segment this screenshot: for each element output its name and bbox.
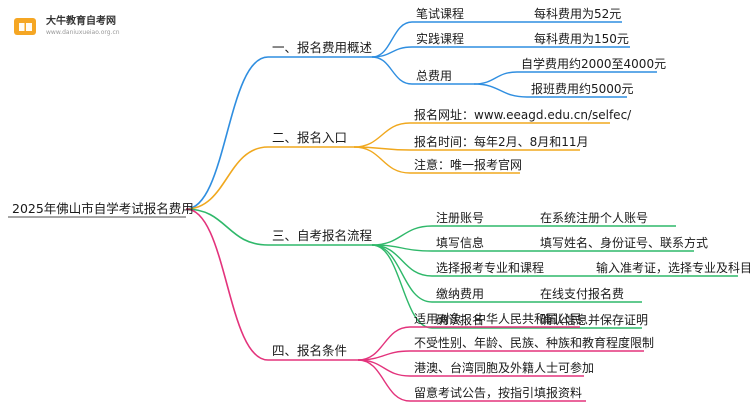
branch-3-link-4	[371, 244, 433, 303]
branch-2-child-3: 注意：唯一报考官网	[414, 157, 522, 172]
branch-2-link-3	[353, 146, 411, 174]
root-to-branch-3	[185, 208, 269, 246]
branch-2-child-1: 报名网址：www.eeagd.edu.cn/selfec/	[414, 107, 632, 122]
mindmap-links	[8, 21, 738, 402]
branch-3-child-5: 确认报名	[436, 312, 484, 327]
logo-url: www.daniuxueiao.org.cn	[46, 29, 120, 36]
branch-4-child-1: 适用对象：中华人民共和国公民	[414, 311, 582, 326]
branch-1-child-3-detail-2-link	[473, 83, 528, 98]
branch-1-child-3: 总费用	[416, 69, 452, 83]
branch-2-child-2: 报名时间：每年2月、8月和11月	[414, 134, 589, 149]
branch-3-link-3	[371, 244, 433, 277]
root-to-branch-4	[185, 208, 269, 361]
branch-2: 二、报名入口	[272, 130, 347, 145]
branch-1-child-3-detail-2: 报班费用约5000元	[531, 81, 634, 96]
branch-3-child-5-detail: 确认信息并保存证明	[540, 312, 648, 327]
branch-3-child-4-detail: 在线支付报名费	[540, 286, 624, 301]
branch-4-link-4	[357, 359, 411, 402]
logo-name: 大牛教育自考网	[46, 14, 116, 27]
branch-4-link-3	[357, 359, 411, 377]
branch-3: 三、自考报名流程	[272, 228, 373, 243]
branch-3-child-4: 缴纳费用	[436, 286, 484, 301]
branch-3-child-3-detail: 输入准考证，选择专业及科目	[596, 260, 750, 275]
branch-3-child-2-detail: 填写姓名、身份证号、联系方式	[540, 235, 708, 250]
branch-4-child-3: 港澳、台湾同胞及外籍人士可参加	[414, 360, 594, 375]
branch-3-child-1-detail: 在系统注册个人账号	[540, 210, 648, 225]
branch-3-child-1: 注册账号	[436, 210, 484, 225]
branch-1-child-2-detail: 每科费用为150元	[534, 31, 629, 46]
branch-1-link-2	[371, 46, 413, 58]
branch-4: 四、报名条件	[272, 343, 347, 358]
branch-1-child-1: 笔试课程	[416, 6, 464, 21]
branch-1-link-3	[371, 56, 413, 85]
branch-4-child-2: 不受性别、年龄、民族、种族和教育程度限制	[414, 335, 654, 350]
branch-3-link-1	[371, 225, 433, 246]
root-to-branch-1	[185, 56, 269, 210]
branch-1-child-1-detail: 每科费用为52元	[534, 6, 621, 21]
branch-3-child-2: 填写信息	[436, 235, 484, 250]
branch-1: 一、报名费用概述	[272, 40, 373, 55]
branch-1-child-2: 实践课程	[416, 31, 464, 46]
branch-2-link-1	[353, 122, 411, 148]
site-logo: 大牛教育自考网 www.daniuxueiao.org.cn	[14, 14, 120, 36]
book-icon	[14, 18, 36, 35]
root-node: 2025年佛山市自学考试报名费用	[12, 201, 194, 216]
branch-1-child-3-detail-1: 自学费用约2000至4000元	[521, 56, 666, 71]
branch-1-child-3-detail-1-link	[473, 71, 518, 85]
mindmap-nodes: 2025年佛山市自学考试报名费用 一、报名费用概述 笔试课程 每科费用为52元实践课程…	[12, 6, 750, 400]
root-to-branch-2	[185, 146, 269, 210]
branch-4-child-4: 留意考试公告，按指引填报资料	[414, 385, 582, 400]
branch-3-link-5	[371, 244, 433, 329]
branch-3-child-3: 选择报考专业和课程	[436, 260, 544, 275]
